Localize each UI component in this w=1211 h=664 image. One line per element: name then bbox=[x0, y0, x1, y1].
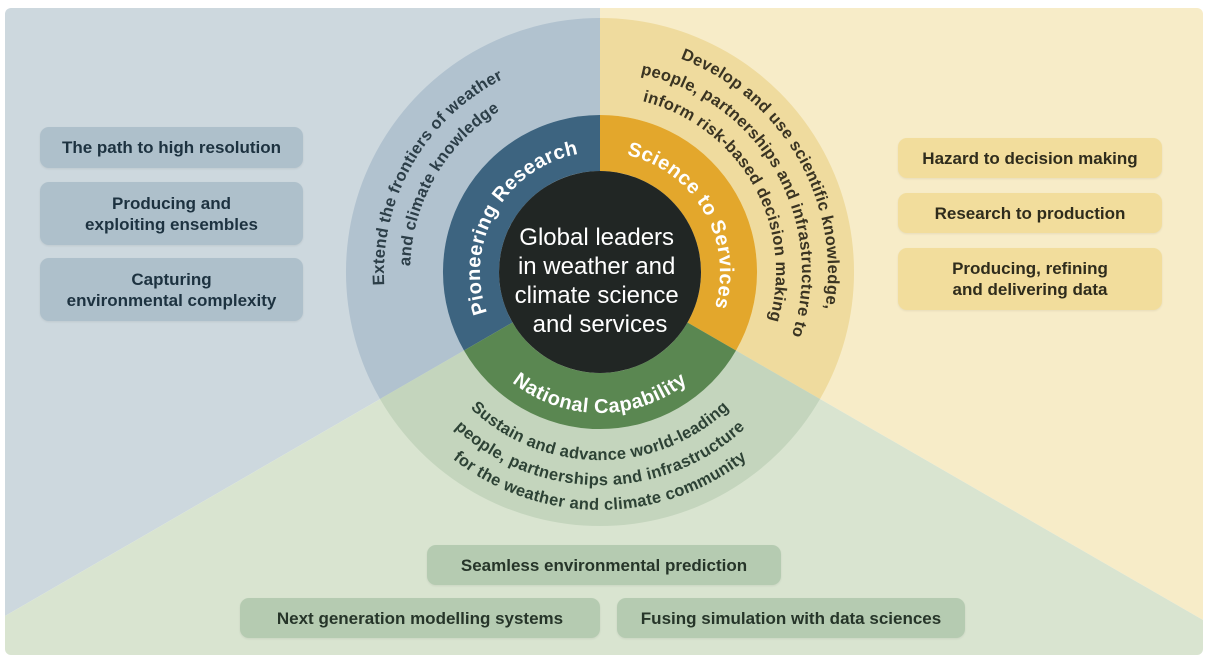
donut-sector-capability bbox=[464, 322, 736, 430]
center-line-1: Global leaders bbox=[519, 224, 674, 251]
donut-sector-research bbox=[442, 115, 600, 351]
center-circle bbox=[499, 171, 701, 373]
capability-item-pill: Next generation modelling systems bbox=[240, 598, 600, 638]
services-item-pill: Research to production bbox=[898, 193, 1162, 233]
capability-item-pill: Fusing simulation with data sciences bbox=[617, 598, 965, 638]
donut-sector-services bbox=[600, 114, 758, 351]
capability-item-pill: Seamless environmental prediction bbox=[427, 545, 781, 585]
research-item-pill: The path to high resolution bbox=[40, 127, 303, 168]
services-item-pill: Hazard to decision making bbox=[898, 138, 1162, 178]
center-mission-text: Global leaders in weather and climate sc… bbox=[515, 224, 686, 338]
center-line-4: and services bbox=[533, 311, 668, 338]
services-item-pill: Producing, refining and delivering data bbox=[898, 248, 1162, 310]
outer-ring-services bbox=[600, 17, 855, 399]
research-item-pill: Capturing environmental complexity bbox=[40, 258, 303, 321]
outer-ring-research bbox=[345, 17, 600, 399]
center-line-3: climate science bbox=[515, 282, 679, 309]
research-item-pill: Producing and exploiting ensembles bbox=[40, 182, 303, 245]
center-line-2: in weather and bbox=[518, 253, 675, 280]
outer-ring-capability bbox=[380, 350, 820, 527]
